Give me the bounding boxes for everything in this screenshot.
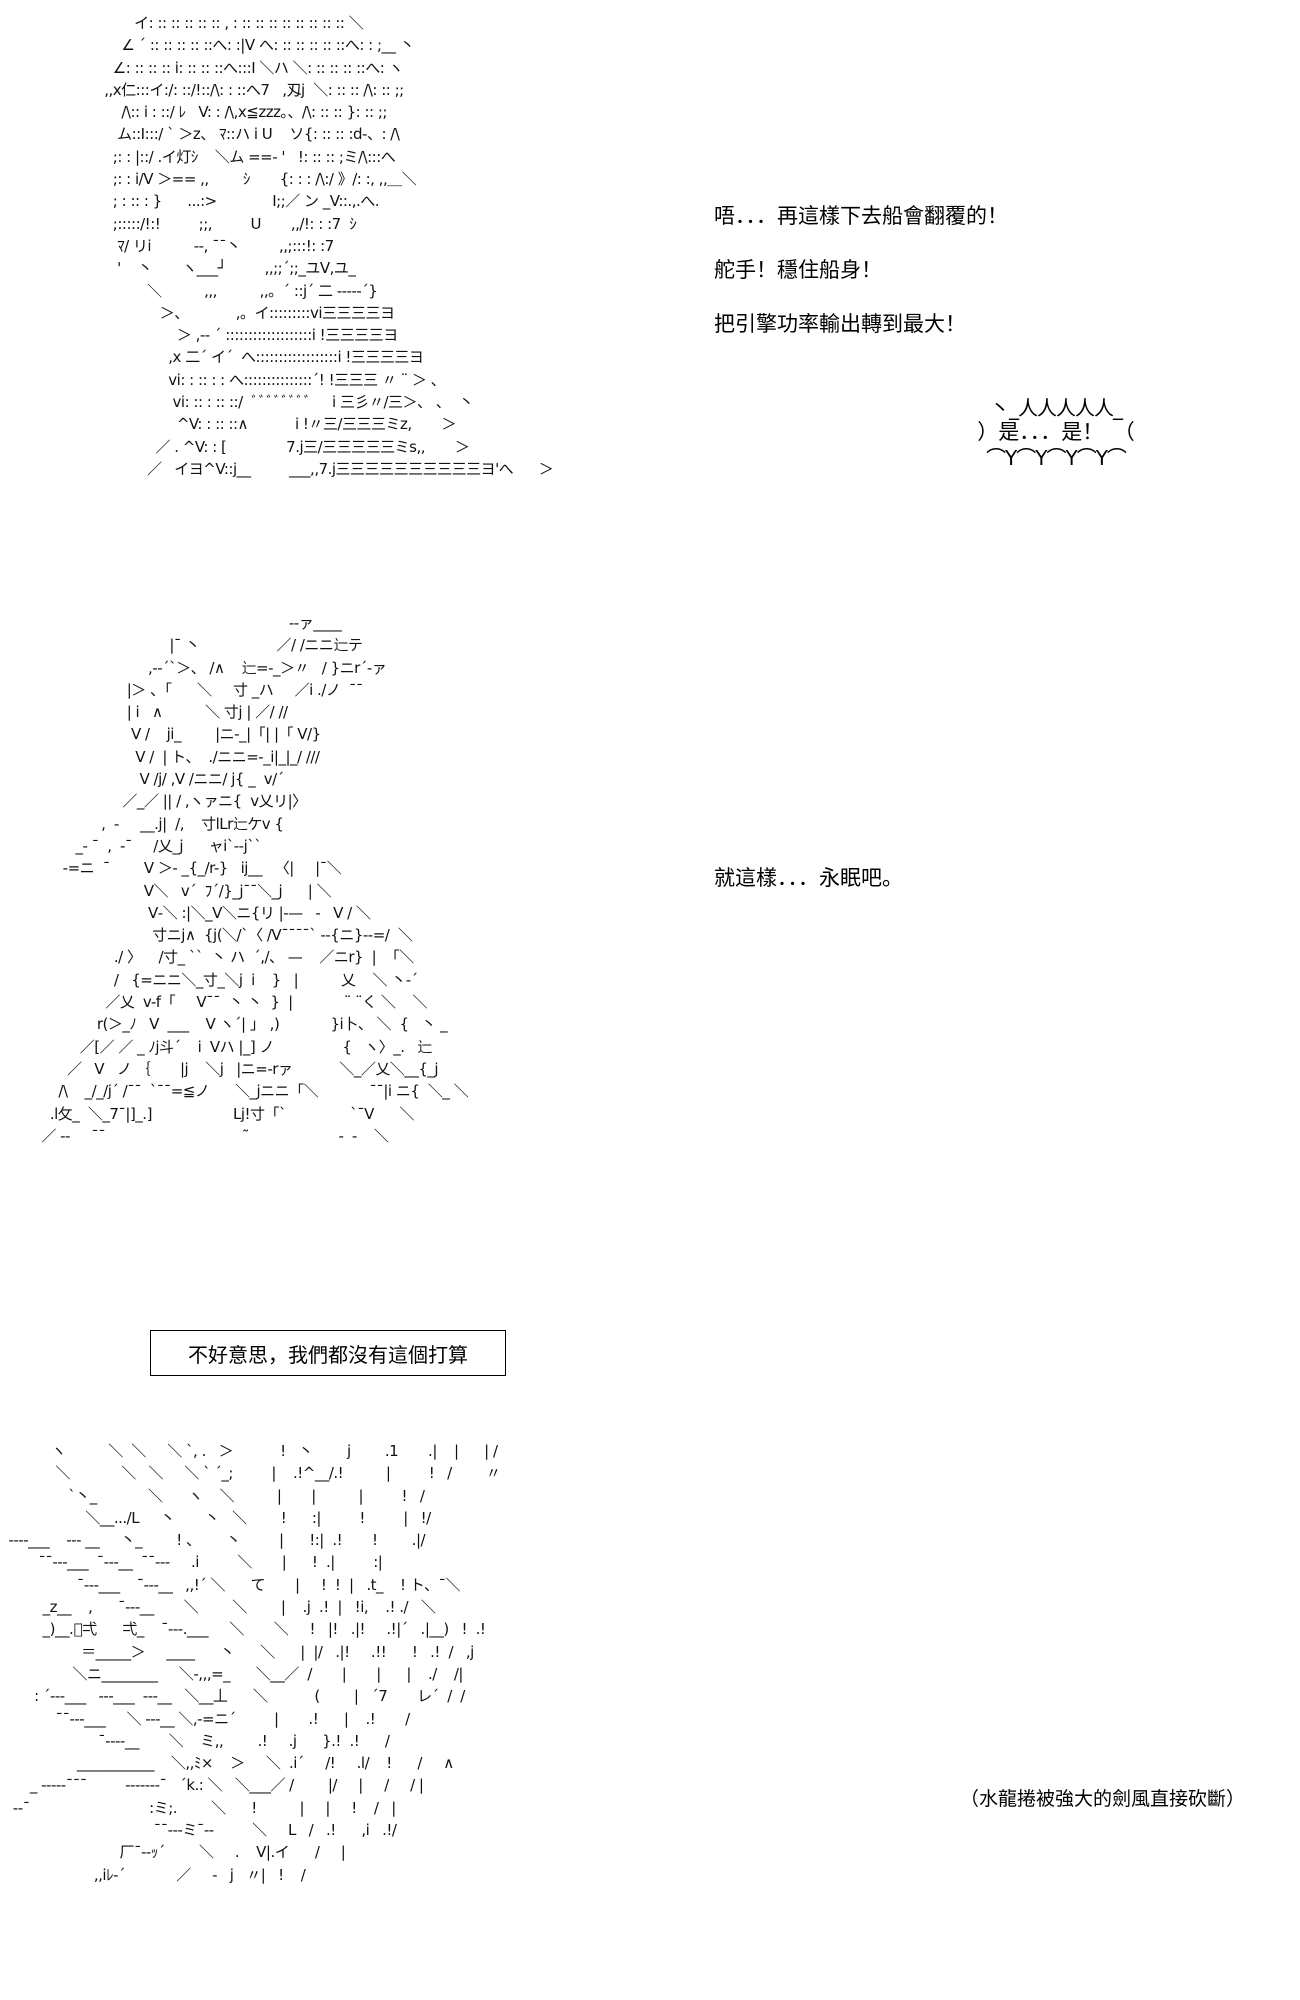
ascii-art-line: vi: : :: : : へ:::::::::::::::´! !三三三 〃 ¨… [100,370,446,389]
shout-bubble: 丶_人人人人人_ ）是．．．是！ （ ⌒Y⌒Y⌒Y⌒Y⌒ [962,392,1150,472]
ascii-art-line: ／ イヨ^V::j__ ___,,7.j三三三三三三三三三三ヨ'へ ＞ [100,459,554,478]
ascii-art-line: ＼__.../L 丶 丶 ＼ ! :| ! | !/ [0,1508,431,1527]
dialogue-line-2: 舵手！穩住船身！ [714,258,882,282]
ascii-art-swordsman: -‐ァ____ |¯ 丶 ／/ /ニニ辷テ ,-‐´`＞、 /∧ 辷=-_＞〃 … [20,612,468,1147]
ascii-art-line: /\:: i : ::/ ﾚ V: : /\,x≦zzz。、/\: :: :: … [100,103,387,122]
ascii-art-line: , - __.j| /, 寸lLr辷ケv { [20,814,284,833]
ascii-art-line: vi: :: : :: ::/ ﾞﾞﾞﾞﾞﾞﾞﾞ i 三彡〃/三＞、 、 丶 [100,393,474,412]
ascii-art-line: ,,iﾚ‐´ ／ - j 〃| ! / [0,1865,306,1884]
ascii-art-line: ム::I:::/ ` ＞z、 ﾏ::ハ i U ソ{: :: :: :d-、: … [100,125,400,144]
ascii-art-line: -‐ァ____ [20,614,342,632]
ascii-art-captain: イ: :: :: :: :: :: , : :: :: :: :: :: :: … [100,12,554,480]
dialogue-line-1: 唔．．．再這樣下去船會翻覆的！ [714,204,1008,228]
ascii-art-line: ./ 〉 /寸_ `` 丶 ハ ´,/、 — ／ニr} | 「＼ [20,948,414,967]
ascii-art-line: ,,x仁:::イ:/: ::/!::/\: : ::へ7 ,刄j ＼: :: :… [100,80,404,99]
narration-box: 不好意思，我們都沒有這個打算 [150,1330,506,1376]
ascii-art-sword-wind: ヽ ＼ ＼ ＼ `, . ＞ ! 丶 j .1 .| | | / ＼ ＼ ＼ ＼… [0,1440,501,1886]
ascii-art-line: ' 丶 ヽ___┘ ,,;;´;;_ユV,ユ_ [100,259,356,278]
ascii-art-line: ¯‐‐‐___ ¯‐‐‐__ ,,!´ ＼ て | ! ! | .t_ ! ト、… [0,1575,461,1594]
bubble-text: ）是．．．是！ （ [977,420,1135,444]
ascii-art-line: `丶_ ＼ ヽ ＼ | | | ! / [0,1486,425,1505]
ascii-art-line: ∠: :: :: :: i: :: :: ::へ:::I ＼ハ ＼: :: ::… [100,58,404,77]
ascii-art-line: ¯‐‐‐‐__ ＼ ミ,, .! .j }.! .! / [0,1731,390,1750]
ascii-art-line: ¯¯‐‐‐___ ¯‐‐‐__ ¯¯‐‐‐ .i ＼ | ! .| :| [0,1553,383,1572]
ascii-art-line: ‐‐‐‐___ ‐‐‐ __ 丶_ ! 、 丶 | !:| .! ! .|/ [0,1531,426,1550]
ascii-art-line: ___________ ＼,,ﾐ× ＞ ＼ .i´ /! .l/ ! / ∧ [0,1754,454,1773]
ascii-art-line: ;: : |::/ .イ灯ｼ ＼ム ==- ' !: :: :: ;ミ/\:::… [100,147,396,166]
ascii-art-line: イ: :: :: :: :: :: , : :: :: :: :: :: :: … [100,14,364,32]
ascii-art-line: ＝_____＞ ____ 丶 ＼ | |/ .|! .!! ! .! / ,j [0,1642,474,1661]
ascii-art-line: ;: : i/V ＞== ,, ｼ {: : : /\:/ 》/: :, ,,＿… [100,170,417,189]
ascii-art-line: 厂¯‐‐ｯ´ ＼ . V|.イ / | [0,1843,346,1862]
bubble-top-edge: 丶_人人人人人_ [990,396,1123,420]
ascii-art-line: ／乂 v-f「 V¯¯ 丶 丶 } | ¨ ¨く ＼ ＼ [20,993,427,1012]
ascii-art-line: ¯¯‐‐‐ミ¯‐‐ ＼ L / .! ,i .!/ [0,1821,397,1840]
ascii-art-line: ＼ ,,, ,,。´ ::j´ 二 -----´} [100,281,378,300]
ascii-art-line: ヽ ＼ ＼ ＼ `, . ＞ ! 丶 j .1 .| | | / [0,1442,498,1460]
ascii-art-line: _ ‐‐‐‐‐¯¯¯ ‐‐‐‐‐‐‐¯ ´k.: ＼ ＼___／ / |/ | … [0,1776,424,1795]
ascii-art-line: ﾏ/ リi --, ¯¯丶 ,,;:::!: :7 [100,236,334,255]
ascii-art-line: ,x 二´ イ´ へ::::::::::::::::::i !三三三三ヨ [100,348,424,367]
dialogue-line-3: 把引擎功率輸出轉到最大！ [714,312,966,336]
caption-waterspout: （水龍捲被強大的劍風直接砍斷） [960,1788,1246,1810]
dialogue-eternal-sleep: 就這樣．．．永眠吧。 [714,866,903,890]
ascii-art-line: _- ¯ , -¯ /乂_j ャi`‐-j`` [20,836,262,855]
ascii-art-line: ／ . ^V: : [ 7.j三/三三三三三ミs,, ＞ [100,437,470,456]
ascii-art-line: _z__ , ¯‐‐‐__ ＼ ＼ | .j .! | !i, .! ./ ＼ [0,1598,436,1617]
ascii-art-line: |¯ 丶 ／/ /ニニ辷テ [20,636,363,655]
ascii-art-line: V / ji_ |ニ-_|「| |「 V/} [20,725,321,744]
ascii-art-line: ＼ニ________ ＼‐,,,=_ ＼__／ / | | | ./ /| [0,1664,464,1683]
bubble-bottom-edge: ⌒Y⌒Y⌒Y⌒Y⌒ [986,446,1127,470]
narration-text: 不好意思，我們都沒有這個打算 [188,1342,468,1367]
ascii-art-line: ∠ ´ :: :: :: :: ::へ: :|V へ: :: :: :: :: … [100,36,415,55]
ascii-art-line: 寸ニj∧ {j(＼/`〈 /V¯¯¯¯` ‐‐{ニ}‐‐=/ ＼ [20,926,413,945]
ascii-art-line: : ´‐‐‐___ ‐‐‐___ ‐‐‐__ ＼__丄 ＼ ( | ´7 レ´ … [0,1687,465,1706]
ascii-art-line: ;:::::/!:! ;;, U ,,/!: : :7 ｼ [100,214,357,233]
ascii-art-line: ／[／ ／ _ ﾉj斗´ i Vハ |_] ノ { ヽ〉_. 辷 [20,1037,433,1056]
ascii-art-line: ‐=ニ ¯ V ＞- _{_/r-} ij__ 〈| |¯＼ [20,859,342,878]
ascii-art-line: .l攵_ ＼_7¯|]_.] Lj!寸「` `¯V ＼ [20,1104,415,1123]
ascii-art-line: ／ V ノ ｛ |j ＼j |ニ=‐rァ ＼_／乂＼__{_j [20,1059,439,1078]
ascii-art-line: ／_／ || / ,ヽァニ{ v乂リ|〉 [20,792,307,811]
ascii-art-line: V‐＼ :|＼_V＼ニ{リ |-— ‐ V / ＼ [20,903,371,922]
ascii-art-line: ¯¯‐‐‐___ ＼ ‐‐‐__ ＼,‐=ニ´ | .! | .! / [0,1709,410,1728]
ascii-art-line: | i ∧ ＼ 寸j | ／/ // [20,703,288,722]
ascii-art-line: ,-‐´`＞、 /∧ 辷=-_＞〃 / }ニr´-ァ [20,658,387,677]
ascii-art-line: r(＞_ﾉ V ___ V ヽ´| ｣ ,) }i卜、 ＼ { 丶 _ [20,1015,448,1034]
ascii-art-line: ／ ‐‐ ¯¯ ˜ ‐ ‐ ＼ [20,1126,389,1145]
ascii-art-line: _)__.ﾞ弌 弌_ ¯‐‐‐.___ ＼ ＼ ! |! .|! .!|´ .|… [0,1620,486,1639]
ascii-art-line: ; : :: : } ...:> I;;／ ン _V::.,.へ. [100,192,380,211]
ascii-art-line: ‐‐¯ :ミ;. ＼ ! | | ! / | [0,1798,396,1817]
ascii-art-line: ＼ ＼ ＼ ＼ ` ´_; | .!^__/.! | ! / 〃 [0,1464,501,1483]
ascii-art-line: /\ _/_/j´ /¯¯ `¯¯=≦ノ ＼_jニニ「＼ ¯¯|i ニ{ ＼_ … [20,1082,469,1101]
ascii-art-line: ＞ ,-- ´ :::::::::::::::::::i !三三三三ヨ [100,326,398,345]
ascii-art-line: / {=ニニ＼_寸_＼j i } | 乂 ＼ 丶-´ [20,970,418,989]
ascii-art-line: ^V: : :: ::∧ i !〃三/三三三ミz, ＞ [100,415,457,434]
ascii-art-line: V＼ v´ ﾌ´/}_j¯¯＼_j | ＼ [20,881,332,900]
ascii-art-line: V /j/ ,V /ニニ/ j{ _ v/´ [20,770,285,789]
ascii-art-line: V / | ト、 ./ニニ=-_i|_|_/ /// [20,747,320,766]
ascii-art-line: ＞、 ,。イ:::::::::vi三三三三ヨ [100,303,395,322]
ascii-art-line: |＞ 、「 ＼ 寸 _ハ ／i ./ノ ¯¯ [20,680,364,699]
